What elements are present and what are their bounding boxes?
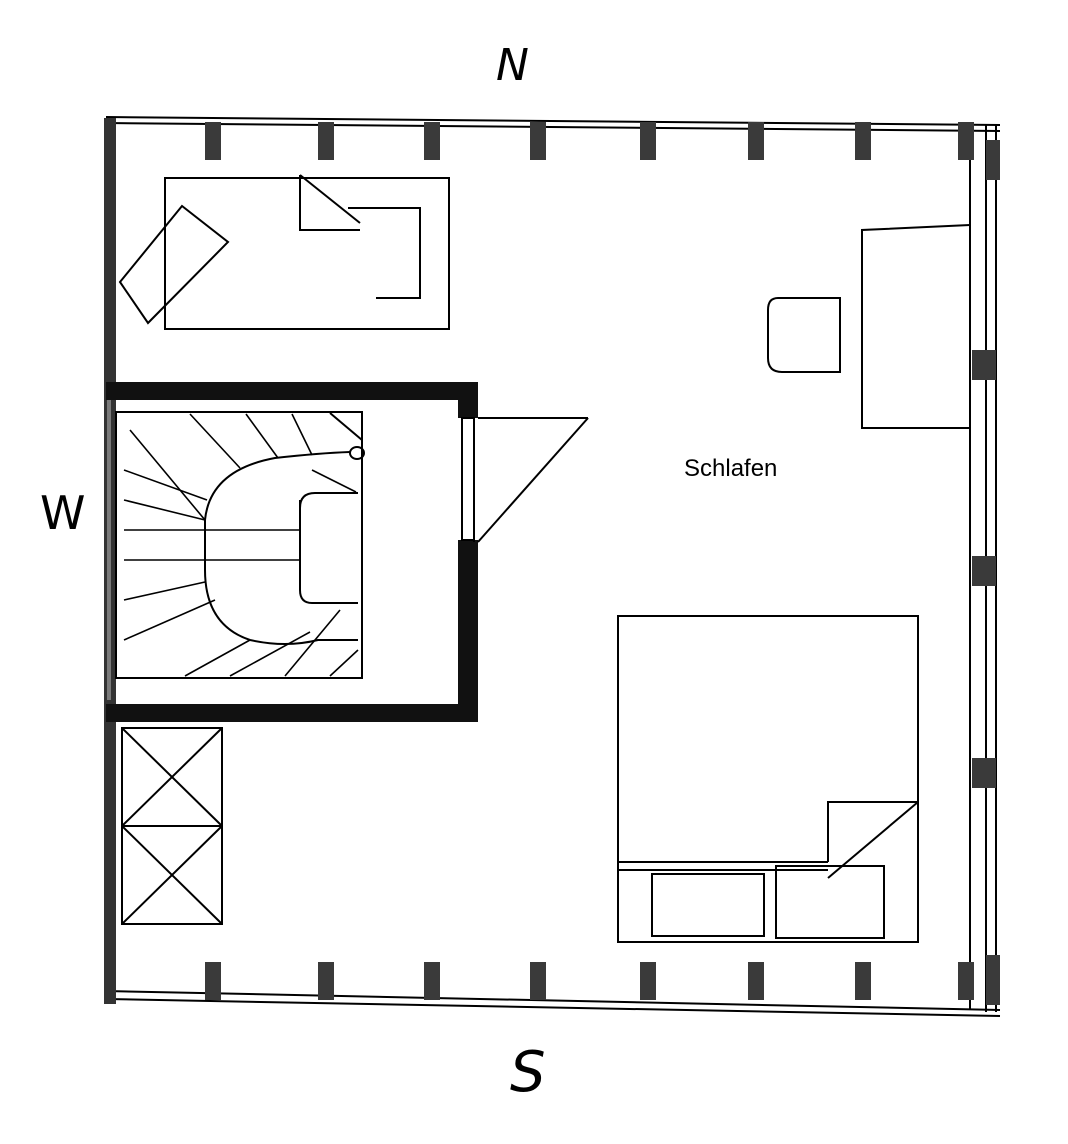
compass-south: S — [510, 1040, 546, 1105]
wall-stud — [958, 122, 974, 160]
wall-stud — [972, 350, 996, 380]
room-label: Schlafen — [684, 455, 778, 482]
wall-stud — [855, 122, 871, 160]
wall-stud — [205, 122, 221, 160]
wall-stud — [424, 122, 440, 160]
wall-stud — [986, 955, 1000, 1005]
compass-west: W — [40, 486, 86, 540]
outer-walls — [105, 116, 1001, 1017]
door-swing — [473, 417, 589, 543]
wall-stud — [530, 122, 546, 160]
wall-stud — [318, 962, 334, 1000]
wall-stud — [640, 122, 656, 160]
wall-stud — [972, 556, 996, 586]
wall-stud — [530, 962, 546, 1000]
compass-north: N — [496, 40, 529, 91]
west-wall — [104, 118, 116, 1004]
wall-studs — [205, 122, 1000, 1005]
wall-stud — [855, 962, 871, 1000]
wall-stud — [318, 122, 334, 160]
wall-stud — [972, 758, 996, 788]
wall-stud — [424, 962, 440, 1000]
desk-right — [767, 224, 971, 429]
wall-stud — [986, 140, 1000, 180]
stair-enclosure — [106, 382, 478, 722]
wall-stud — [958, 962, 974, 1000]
staircase — [123, 412, 365, 677]
desk-with-chair — [118, 174, 450, 330]
wall-stud — [640, 962, 656, 1000]
wardrobe — [121, 727, 223, 925]
double-bed — [617, 615, 919, 943]
wall-stud — [205, 962, 221, 1000]
wall-stud — [748, 962, 764, 1000]
wall-stud — [748, 122, 764, 160]
